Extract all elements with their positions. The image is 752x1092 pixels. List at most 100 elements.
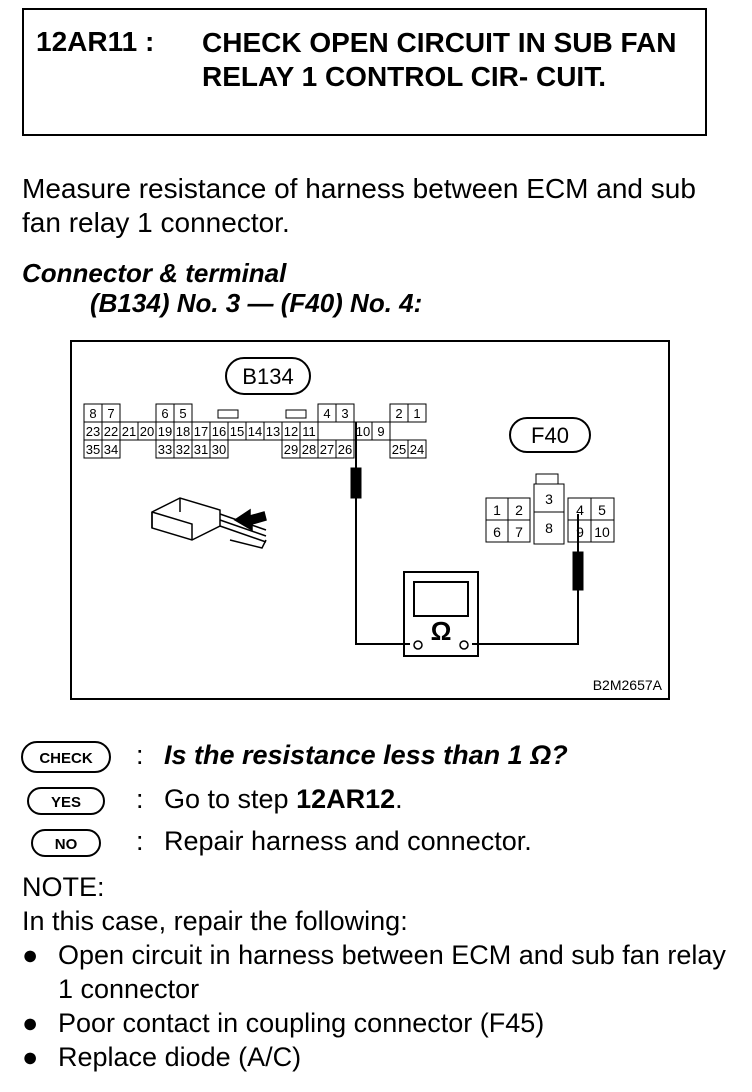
note-section: NOTE: In this case, repair the following… [22, 870, 742, 1074]
no-colon: : [136, 826, 144, 856]
check-colon: : [136, 740, 144, 770]
diagram-frame [70, 340, 670, 700]
b134-terminal: 22 [104, 424, 118, 439]
svg-text:NO: NO [55, 836, 78, 853]
b134-cell [209, 439, 229, 459]
no-badge: NO [31, 829, 101, 857]
note-item: ●Replace diode (A/C) [22, 1042, 302, 1072]
yes-colon: : [136, 784, 144, 814]
note-item: ●Open circuit in harness between ECM and… [22, 940, 726, 1004]
check-row: CHECK : Is the resistance less than 1 Ω? [0, 738, 752, 778]
b134-terminal: 20 [140, 424, 154, 439]
b134-terminal: 1 [413, 406, 420, 421]
harness-connector-sketch [151, 497, 267, 549]
b134-terminal: 13 [266, 424, 280, 439]
b134-terminal: 2 [395, 406, 402, 421]
b134-terminal: 5 [179, 406, 186, 421]
b134-cell [335, 403, 355, 423]
bullet-icon: ● [22, 1042, 39, 1072]
b134-terminal: 25 [392, 442, 406, 457]
b134-terminal: 16 [212, 424, 226, 439]
instruction-text: Measure resistance of harness between EC… [22, 173, 696, 238]
bullet-icon: ● [22, 1008, 39, 1038]
b134-label-oval [225, 357, 311, 395]
lead-b134 [355, 498, 410, 645]
b134-terminal: 7 [107, 406, 114, 421]
f40-connector [485, 473, 615, 545]
note-title: NOTE: [22, 872, 105, 902]
b134-cell [407, 403, 427, 423]
b134-terminal: 8 [89, 406, 96, 421]
b134-terminal: 4 [323, 406, 330, 421]
b134-terminal: 11 [302, 424, 316, 439]
b134-terminal: 26 [338, 442, 352, 457]
f40-terminal: 6 [493, 524, 501, 540]
b134-cell [407, 439, 427, 459]
b134-terminal: 6 [161, 406, 168, 421]
check-question: Is the resistance less than 1 Ω? [164, 740, 568, 770]
b134-terminal: 28 [302, 442, 316, 457]
f40-terminal: 4 [576, 502, 584, 518]
f40-terminal: 2 [515, 502, 523, 518]
step-header-box: 12AR11 : CHECK OPEN CIRCUIT IN SUB FAN R… [22, 8, 707, 136]
check-badge: CHECK [21, 741, 111, 773]
svg-text:CHECK: CHECK [39, 750, 93, 767]
step-code: 12AR11 : [36, 26, 155, 57]
f40-terminal: 7 [515, 524, 523, 540]
b134-terminal: 9 [377, 424, 384, 439]
f40-terminal: 3 [545, 491, 553, 507]
ohm-symbol: Ω [431, 616, 452, 646]
b134-terminal: 30 [212, 442, 226, 457]
yes-badge: YES [27, 787, 105, 815]
bullet-icon: ● [22, 940, 39, 970]
f40-terminal-labels: 1 2 3 4 5 6 7 8 9 10 [493, 491, 610, 540]
b134-terminal: 10 [356, 424, 370, 439]
b134-terminal: 21 [122, 424, 136, 439]
b134-terminal: 19 [158, 424, 172, 439]
yes-text: Go to step 12AR12. [164, 784, 403, 814]
b134-terminal: 27 [320, 442, 334, 457]
b134-cell [101, 439, 121, 459]
b134-cell [335, 439, 355, 459]
b134-key-right [285, 409, 307, 419]
b134-bot-row: 35 34 33 32 31 30 29 28 27 26 25 24 [83, 439, 427, 459]
b134-terminal: 29 [284, 442, 298, 457]
lead-f40 [472, 590, 579, 645]
b134-terminal: 32 [176, 442, 190, 457]
figure-code: B2M2657A [593, 677, 663, 693]
b134-key-left [217, 409, 239, 419]
b134-terminal: 34 [104, 442, 118, 457]
f40-terminal: 5 [598, 502, 606, 518]
b134-terminal: 31 [194, 442, 208, 457]
b134-terminal: 24 [410, 442, 424, 457]
b134-terminal: 33 [158, 442, 172, 457]
b134-terminal: 35 [86, 442, 100, 457]
no-row: NO : Repair harness and connector. [0, 824, 752, 864]
b134-terminal: 12 [284, 424, 298, 439]
next-step-code: 12AR12 [296, 784, 396, 814]
b134-cell [371, 421, 391, 441]
no-text: Repair harness and connector. [164, 826, 532, 856]
b134-terminal: 18 [176, 424, 190, 439]
yes-row: YES : Go to step 12AR12. [0, 782, 752, 822]
note-intro: In this case, repair the following: [22, 906, 408, 936]
b134-terminal: 14 [248, 424, 262, 439]
b134-terminal: 17 [194, 424, 208, 439]
b134-terminal: 3 [341, 406, 348, 421]
f40-terminal: 1 [493, 502, 501, 518]
f40-label: F40 [531, 423, 569, 448]
f40-terminal: 10 [594, 524, 610, 540]
f40-terminal: 8 [545, 520, 553, 536]
svg-text:YES: YES [51, 794, 81, 811]
connector-terms: (B134) No. 3 — (F40) No. 4: [90, 288, 423, 318]
step-title: CHECK OPEN CIRCUIT IN SUB FAN RELAY 1 CO… [202, 27, 677, 92]
note-item: ●Poor contact in coupling connector (F45… [22, 1008, 545, 1038]
b134-terminal: 23 [86, 424, 100, 439]
b134-label: B134 [242, 364, 293, 389]
b134-terminal: 15 [230, 424, 244, 439]
f40-terminal: 9 [576, 524, 584, 540]
connector-label: Connector & terminal [22, 258, 287, 288]
